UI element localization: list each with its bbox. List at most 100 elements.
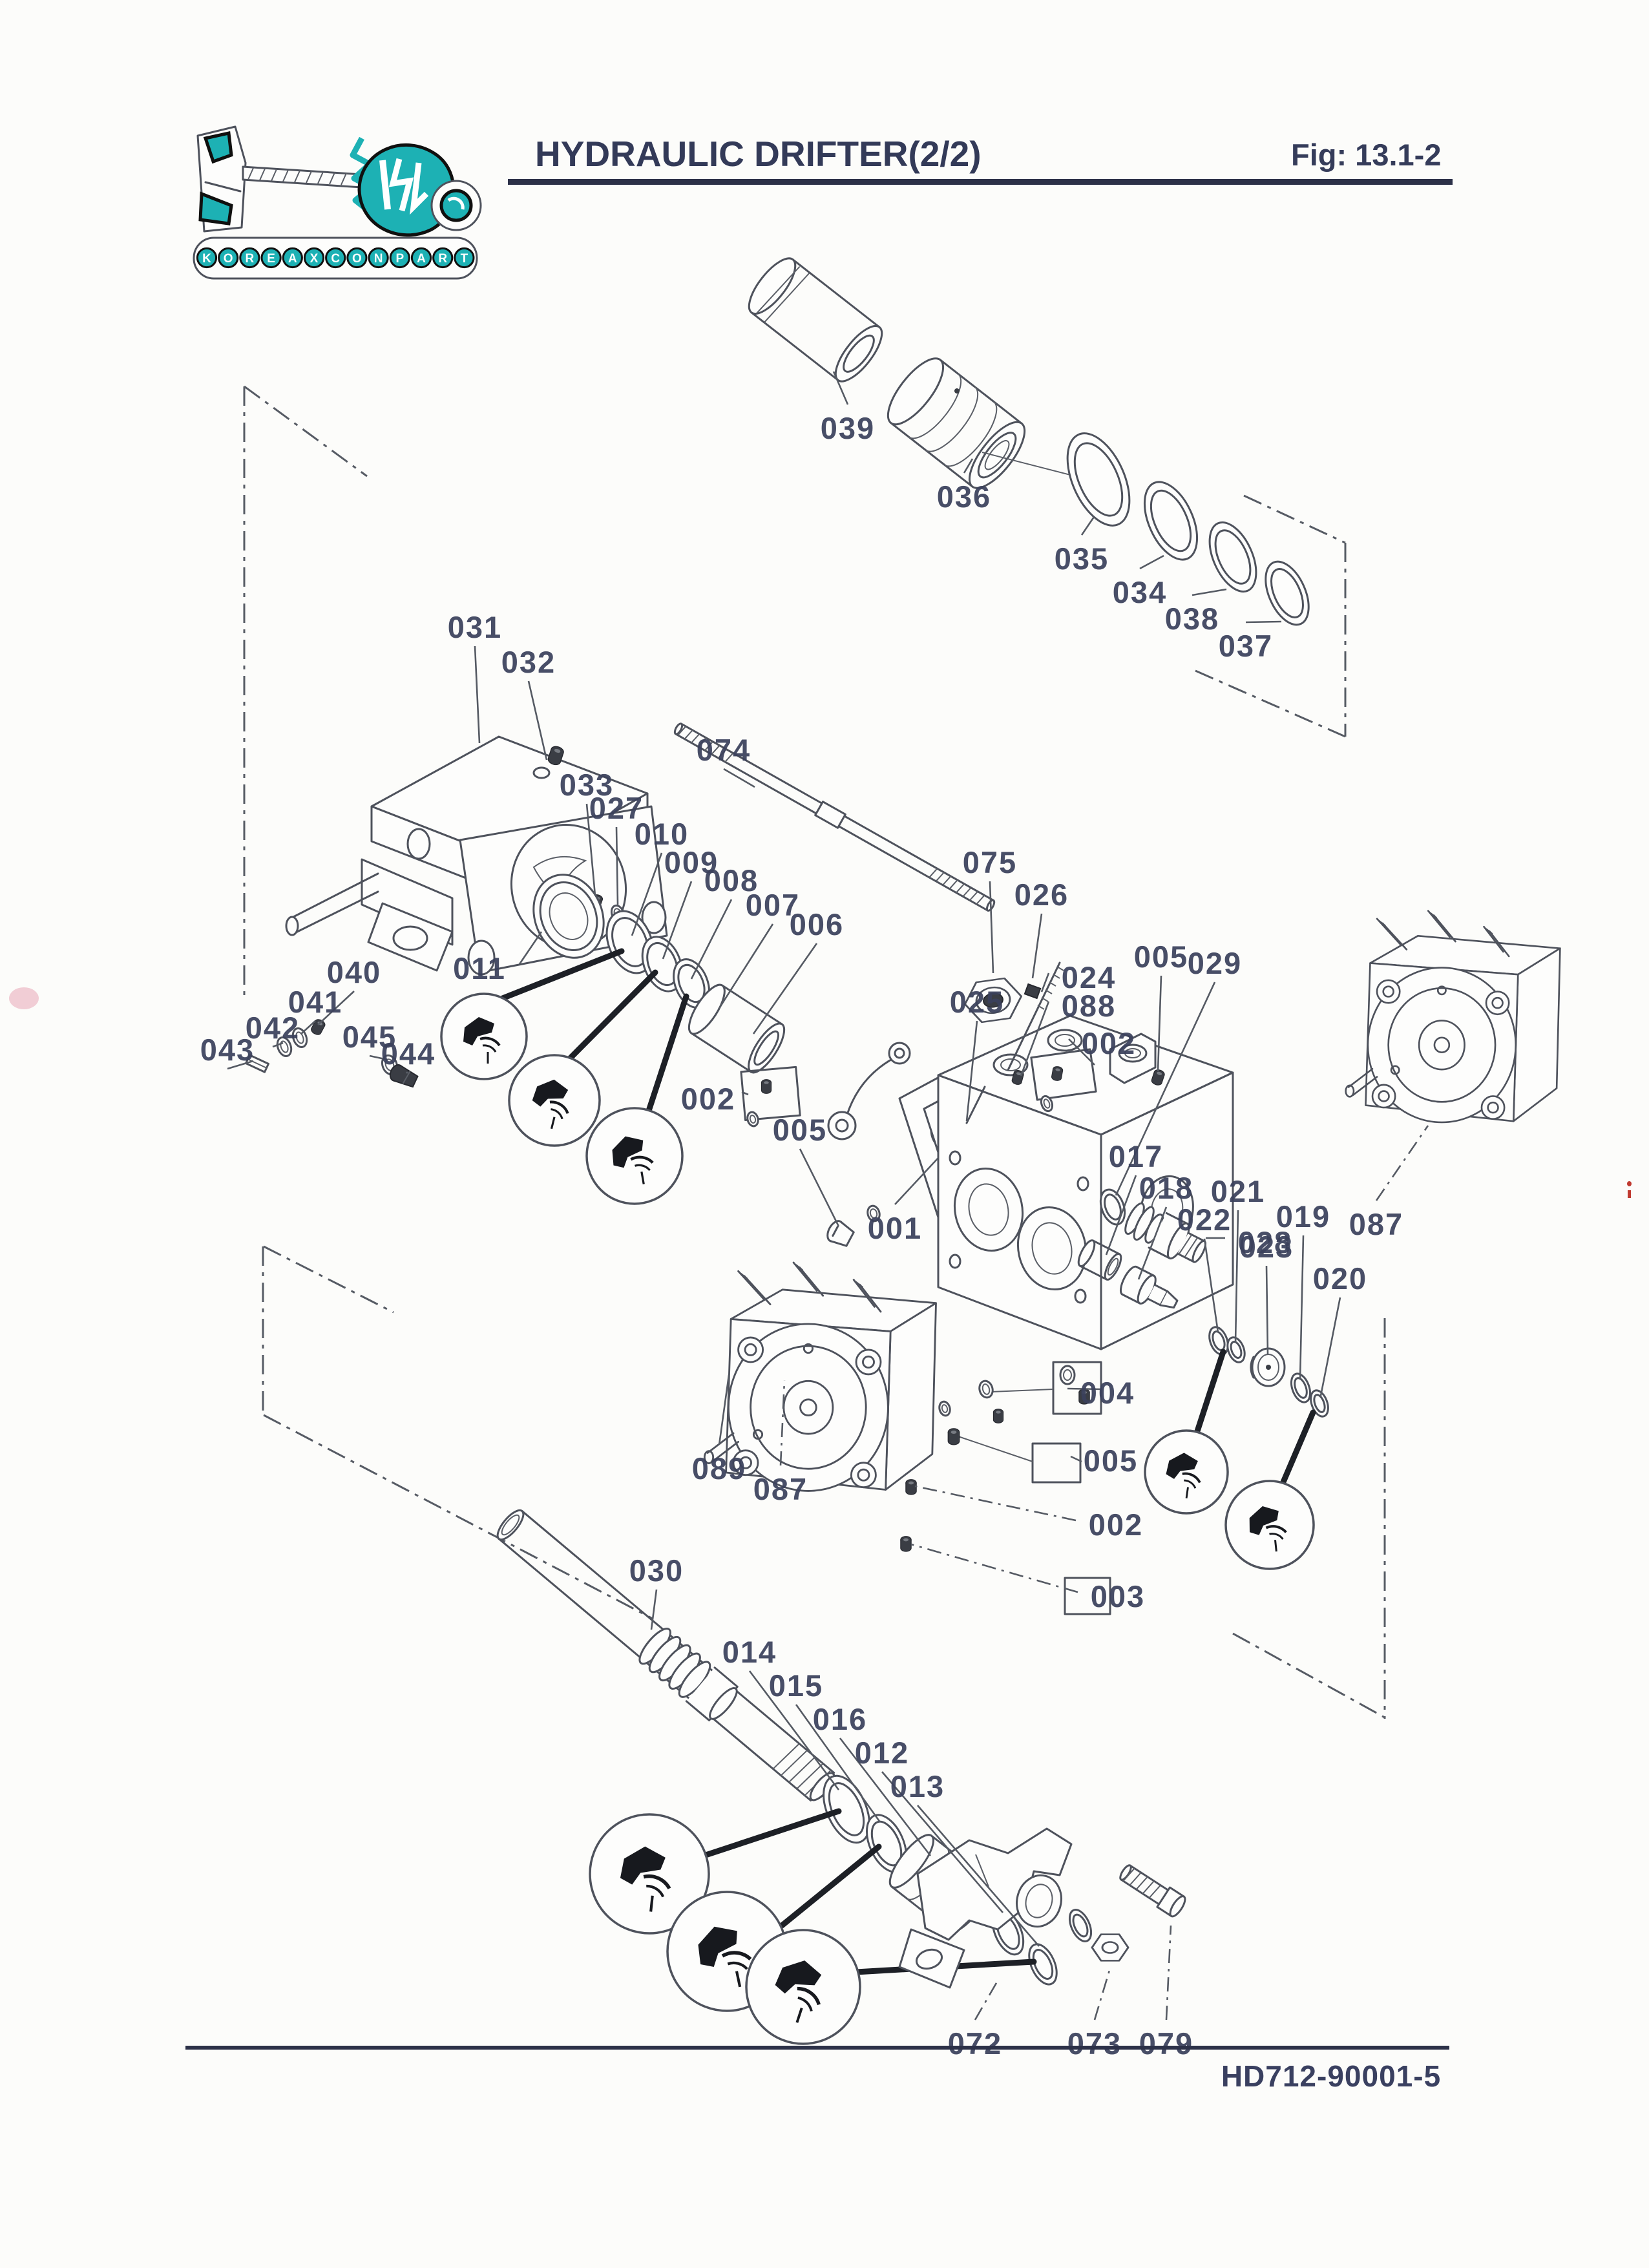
lever-arm [827, 1042, 911, 1140]
part-label-005: 005 [1084, 1444, 1138, 1478]
part-label-004: 004 [1080, 1376, 1135, 1410]
leader-line-027 [615, 826, 619, 905]
leader-line-014 [748, 1670, 840, 1790]
part-label-037: 037 [1219, 629, 1273, 663]
o-ring-004 [1059, 1365, 1076, 1385]
leader-line-009 [662, 881, 693, 960]
part-label-007: 007 [746, 888, 800, 922]
washer-042 [276, 1036, 293, 1058]
leader-line-043 [227, 1060, 254, 1070]
logo-track-wheel [454, 247, 475, 269]
logo-track-letter: C [331, 252, 340, 266]
leader-line-032 [527, 680, 548, 761]
o-ring-072 [1068, 1909, 1093, 1942]
callout-box-002-top [1030, 1048, 1097, 1101]
leader-line-018 [1137, 1206, 1168, 1280]
logo-track-wheel [260, 247, 282, 269]
logo-track-wheel [368, 247, 389, 269]
detail-bubble [589, 1813, 861, 2045]
leader-line-002 [1068, 1038, 1095, 1066]
screw-002-top [1051, 1065, 1064, 1082]
part-coupling-036 [887, 357, 1026, 489]
leader-line-034 [1139, 554, 1164, 570]
part-label-015: 015 [769, 1668, 823, 1703]
part-label-045: 045 [342, 1020, 397, 1054]
leader-line-036 [963, 458, 974, 474]
logo-bit [430, 180, 482, 231]
part-label-024: 024 [1062, 960, 1116, 994]
leader-line-012 [881, 1771, 1003, 1913]
leader-line-016 [839, 1738, 932, 1856]
document-number: HD712-90001-5 [1221, 2059, 1442, 2093]
part-label-023: 023 [1239, 1230, 1294, 1264]
screw-004b [993, 1409, 1004, 1423]
o-ring-021 [1226, 1336, 1246, 1363]
part-label-079: 079 [1139, 2026, 1193, 2061]
part-label-044: 044 [381, 1036, 436, 1071]
o-ring-029 [1099, 1188, 1126, 1226]
leader-line-073 [1093, 1968, 1111, 2021]
flat-screw-005-left [826, 1220, 855, 1247]
logo-track-wheel [410, 247, 432, 269]
part-label-075: 075 [963, 845, 1017, 879]
part-label-031: 031 [448, 610, 502, 644]
logo-track-letter: A [288, 252, 297, 266]
leader-line-089 [718, 1374, 730, 1445]
o-ring-034 [1143, 481, 1199, 561]
phantom-frame [243, 385, 1386, 1719]
logo-track-letter: O [352, 252, 362, 266]
leader-line-074 [723, 768, 755, 788]
leader-line-079 [1165, 1925, 1172, 2021]
o-ring-037 [1265, 560, 1310, 626]
part-label-020: 020 [1313, 1261, 1367, 1296]
callout-box-003 [1064, 1577, 1111, 1615]
part-label-005: 005 [773, 1113, 827, 1147]
o-ring-035 [1066, 432, 1131, 527]
logo-drill-spiral [350, 136, 374, 213]
part-label-032: 032 [501, 645, 556, 679]
leader-line-003 [910, 1543, 1078, 1593]
part-label-038: 038 [1165, 602, 1219, 636]
leader-line-031 [474, 646, 481, 744]
leader-line-005 [1157, 975, 1162, 1072]
part-label-030: 030 [629, 1553, 684, 1588]
part-label-035: 035 [1055, 541, 1109, 576]
part-label-027: 027 [589, 791, 644, 825]
part-label-019: 019 [1276, 1199, 1330, 1234]
leader-line-002 [741, 1091, 749, 1096]
page-title: HYDRAULIC DRIFTER(2/2) [535, 134, 982, 174]
leader-line-030 [650, 1589, 658, 1630]
cylinder-017 [1077, 1239, 1122, 1281]
spool-018 [1119, 1265, 1179, 1309]
header-rule [508, 179, 1453, 185]
logo-track-wheel [282, 247, 303, 269]
leader-line-088 [1020, 1001, 1050, 1076]
leader-line-075 [989, 881, 994, 974]
o-ring-004b [978, 1380, 994, 1399]
o-ring-002-top [1040, 1095, 1054, 1113]
logo-track-wheel [389, 247, 410, 269]
leader-line-045 [369, 1055, 388, 1061]
callout-box-004 [1052, 1361, 1102, 1415]
scan-artifact [1627, 1181, 1632, 1186]
leader-line-024 [1040, 972, 1050, 992]
logo-track-letter: A [417, 252, 426, 266]
needle-024 [1007, 961, 1064, 1071]
part-label-034: 034 [1113, 575, 1167, 609]
part-label-026: 026 [1014, 877, 1069, 912]
logo-track-wheel [239, 247, 260, 269]
part-label-008: 008 [704, 863, 759, 898]
part-label-029: 029 [1188, 946, 1242, 980]
hex-nut-073 [1091, 1933, 1129, 1962]
gear-pump-087-right [1345, 910, 1561, 1124]
part-label-012: 012 [855, 1736, 909, 1770]
part-label-010: 010 [635, 817, 689, 851]
part-label-042: 042 [246, 1011, 300, 1045]
part-label-033: 033 [560, 768, 614, 802]
leader-line-025 [965, 1020, 978, 1122]
part-label-039: 039 [821, 411, 875, 445]
leader-line-087 [1375, 1125, 1429, 1201]
washer-041 [291, 1027, 308, 1049]
